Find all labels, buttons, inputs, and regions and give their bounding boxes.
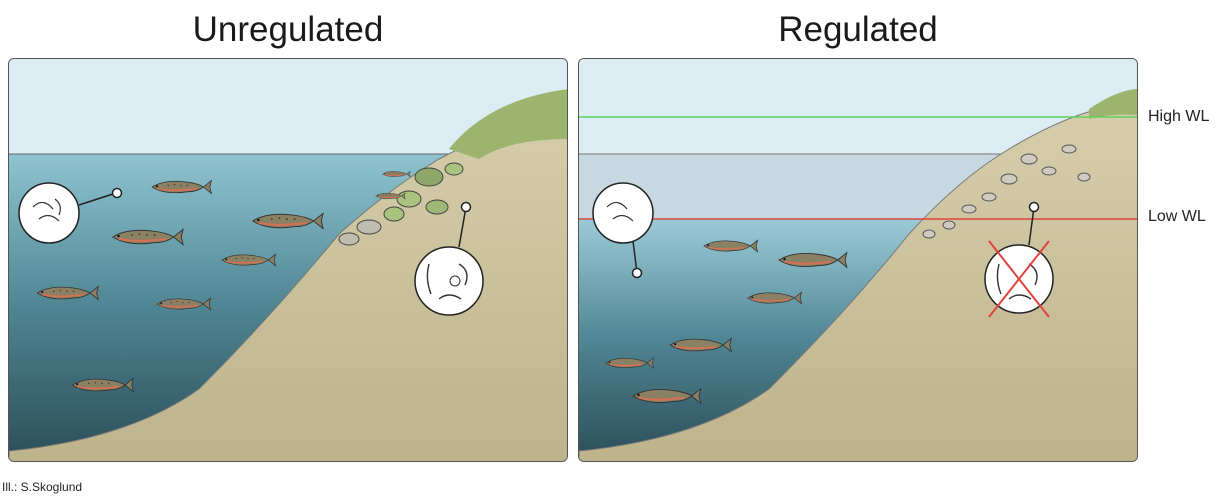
illustration-credit: Ill.: S.Skoglund — [2, 480, 82, 494]
regulated-panel — [578, 58, 1138, 462]
regulated-illustration — [579, 59, 1138, 462]
unregulated-illustration — [9, 59, 568, 462]
low-wl-label: Low WL — [1148, 208, 1206, 226]
unregulated-panel — [8, 58, 568, 462]
regulated-title: Regulated — [578, 10, 1138, 50]
high-wl-label: High WL — [1148, 108, 1209, 126]
unregulated-title: Unregulated — [8, 10, 568, 50]
